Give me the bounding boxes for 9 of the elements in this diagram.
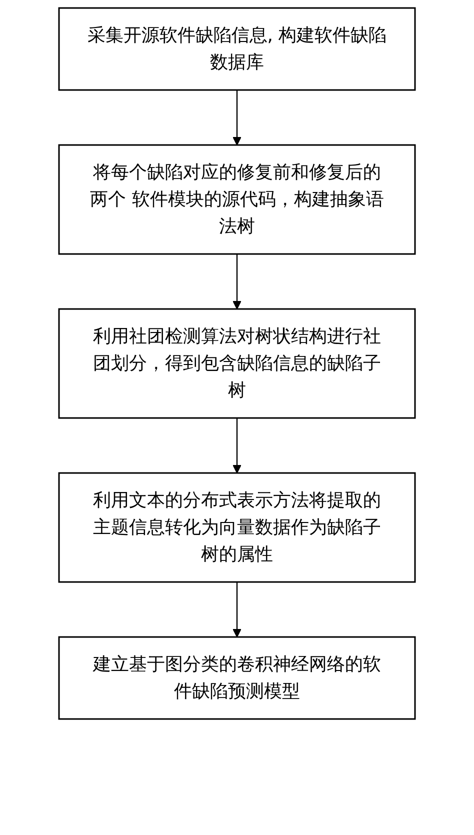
arrow [232,418,242,474]
node-box: 采集开源软件缺陷信息, 构建软件缺陷数据库 [58,7,416,91]
node-box: 利用文本的分布式表示方法将提取的主题信息转化为向量数据作为缺陷子树的属性 [58,472,416,583]
arrow [232,582,242,638]
node-box: 将每个缺陷对应的修复前和修复后的两个 软件模块的源代码，构建抽象语法树 [58,144,416,255]
node-box: 建立基于图分类的卷积神经网络的软件缺陷预测模型 [58,636,416,720]
arrow [232,90,242,146]
arrow [232,254,242,310]
node-box: 利用社团检测算法对树状结构进行社团划分，得到包含缺陷信息的缺陷子树 [58,308,416,419]
